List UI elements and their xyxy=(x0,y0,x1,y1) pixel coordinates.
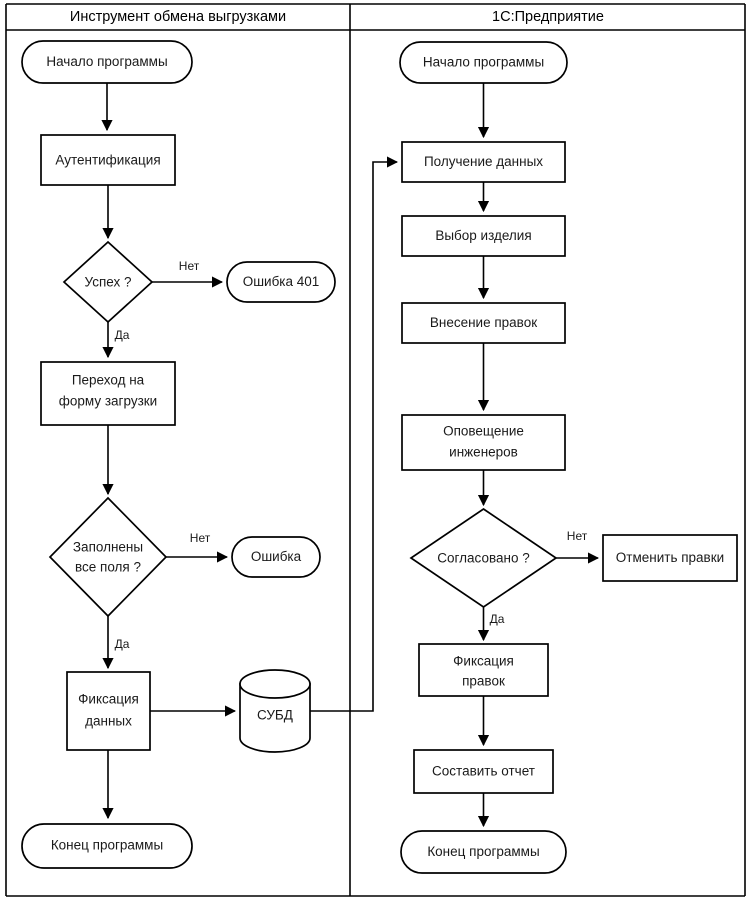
node-create-report[interactable]: Составить отчет xyxy=(413,749,554,794)
node-error-401-label: Ошибка 401 xyxy=(243,274,320,289)
swimlane-frame xyxy=(5,3,746,897)
lane-title-left: Инструмент обмена выгрузками xyxy=(70,9,286,25)
node-end-right[interactable]: Конец программы xyxy=(400,830,567,874)
node-commit-data-label-2: данных xyxy=(85,714,132,729)
node-error[interactable]: Ошибка xyxy=(231,536,321,578)
node-notify-engineers-label-1: Оповещение xyxy=(443,424,524,439)
node-authentication-label: Аутентификация xyxy=(55,153,160,168)
node-decision-success[interactable]: Успех ? xyxy=(62,240,154,324)
node-decision-approved-label: Согласовано ? xyxy=(437,551,529,566)
node-start-right[interactable]: Начало программы xyxy=(399,41,568,84)
node-start-left-label: Начало программы xyxy=(46,54,167,69)
node-make-edits-label: Внесение правок xyxy=(430,315,537,330)
node-goto-upload-form-label-2: форму загрузки xyxy=(59,394,157,409)
node-commit-edits-label-1: Фиксация xyxy=(453,654,514,669)
node-decision-fields-filled[interactable]: Заполнены все поля ? xyxy=(48,496,168,618)
node-authentication[interactable]: Аутентификация xyxy=(40,134,176,186)
node-error-label: Ошибка xyxy=(251,549,302,564)
node-end-right-label: Конец программы xyxy=(427,844,539,859)
node-cancel-edits[interactable]: Отменить правки xyxy=(602,534,738,582)
lane-title-right: 1С:Предприятие xyxy=(492,9,604,25)
node-database-subd-label: СУБД xyxy=(257,708,293,723)
node-database-subd[interactable]: СУБД xyxy=(239,669,311,753)
node-commit-data[interactable]: Фиксация данных xyxy=(66,671,151,751)
node-goto-upload-form-label-1: Переход на xyxy=(72,373,145,388)
node-select-product[interactable]: Выбор изделия xyxy=(401,215,566,257)
node-commit-edits-label-2: правок xyxy=(462,674,505,689)
node-create-report-label: Составить отчет xyxy=(432,764,535,779)
node-commit-edits[interactable]: Фиксация правок xyxy=(418,643,549,697)
edge-label-success-yes: Да xyxy=(115,328,130,342)
node-make-edits[interactable]: Внесение правок xyxy=(401,302,566,344)
lane-title-right-label: 1С:Предприятие xyxy=(492,9,604,25)
node-cancel-edits-label: Отменить правки xyxy=(616,550,724,565)
node-end-left[interactable]: Конец программы xyxy=(21,823,193,869)
node-end-left-label: Конец программы xyxy=(51,838,163,853)
edge-label-fields-yes: Да xyxy=(115,637,130,651)
node-goto-upload-form[interactable]: Переход на форму загрузки xyxy=(40,361,176,426)
node-get-data-label: Получение данных xyxy=(424,154,543,169)
edge-label-fields-no: Нет xyxy=(190,531,211,545)
node-select-product-label: Выбор изделия xyxy=(435,228,531,243)
node-decision-fields-label-2: все поля ? xyxy=(75,560,141,575)
node-start-left[interactable]: Начало программы xyxy=(21,40,193,84)
edge-db-to-getdata xyxy=(310,156,399,712)
node-get-data[interactable]: Получение данных xyxy=(401,141,566,183)
node-commit-data-label-1: Фиксация xyxy=(78,692,139,707)
node-decision-fields-label-1: Заполнены xyxy=(73,540,143,555)
node-decision-success-label: Успех ? xyxy=(85,275,132,290)
node-notify-engineers[interactable]: Оповещение инженеров xyxy=(401,414,566,471)
edge-label-success-no: Нет xyxy=(179,259,200,273)
edge-label-approve-no: Нет xyxy=(567,529,588,543)
node-decision-approved[interactable]: Согласовано ? xyxy=(409,507,558,609)
node-start-right-label: Начало программы xyxy=(423,55,544,70)
node-notify-engineers-label-2: инженеров xyxy=(449,445,518,460)
edge-label-approve-yes: Да xyxy=(490,612,505,626)
lane-title-left-label: Инструмент обмена выгрузками xyxy=(70,9,286,25)
node-error-401[interactable]: Ошибка 401 xyxy=(226,261,336,303)
